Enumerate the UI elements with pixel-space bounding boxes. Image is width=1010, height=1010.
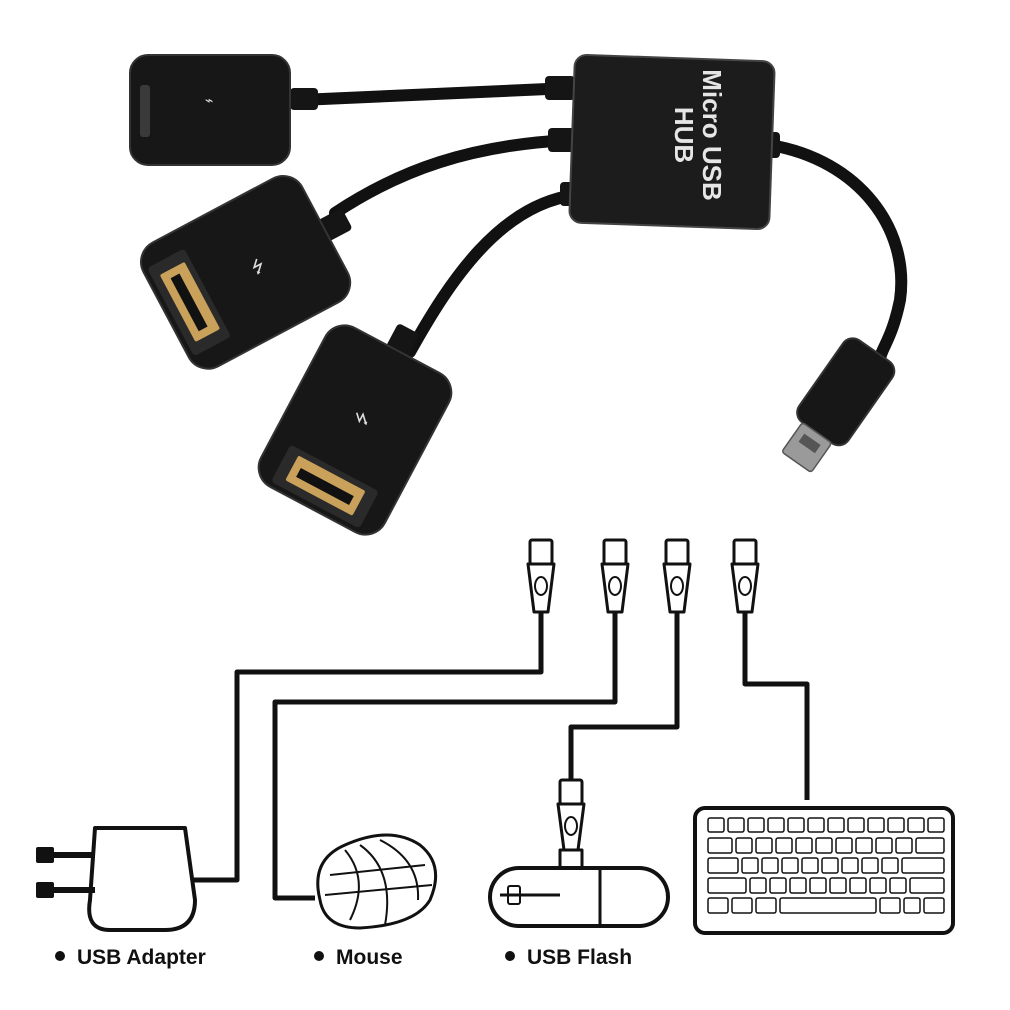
hub-body: Micro USB HUB	[568, 53, 776, 231]
hub-brand-line2: HUB	[669, 107, 699, 163]
micro-port-logo-icon: ⌁	[205, 93, 213, 109]
usb-plug-3	[662, 538, 692, 614]
usb-flash-icon	[488, 778, 670, 928]
bullet-icon	[55, 951, 65, 962]
cable-micro-plug	[764, 139, 908, 366]
wire-usb-flash	[568, 612, 680, 780]
micro-usb-hub-product: Micro USB HUB ⌁ ⭍ ⭍	[129, 53, 908, 536]
cable-usb-port-2	[404, 189, 581, 358]
mouse-icon	[316, 833, 438, 930]
usb-adapter-icon	[36, 826, 197, 932]
label-mouse: Mouse	[314, 946, 403, 970]
cable-usb-port-1	[329, 134, 576, 219]
usb-plug-1	[526, 538, 556, 614]
usb-plug-4	[730, 538, 760, 614]
usb-a-female-port-1: ⭍	[140, 175, 352, 370]
cable-micro-port	[294, 82, 576, 106]
wire-usb-adapter	[190, 612, 544, 883]
label-text: USB Adapter	[77, 946, 206, 969]
label-text: USB Flash	[527, 946, 633, 969]
micro-usb-female-port: ⌁	[129, 54, 318, 166]
wire-mouse	[272, 612, 618, 901]
micro-usb-male-plug	[782, 337, 896, 473]
wire-keyboard	[742, 612, 810, 800]
label-usb-adapter: USB Adapter	[55, 946, 206, 970]
connection-diagram	[36, 538, 955, 935]
label-usb-flash: USB Flash	[505, 946, 632, 970]
label-text: Mouse	[336, 946, 403, 969]
keyboard-icon	[693, 806, 955, 935]
bullet-icon	[314, 951, 324, 962]
bullet-icon	[505, 951, 515, 962]
usb-plug-2	[600, 538, 630, 614]
hub-brand-line1: Micro USB	[697, 69, 727, 200]
usb-a-female-port-2: ⭍	[257, 324, 453, 536]
